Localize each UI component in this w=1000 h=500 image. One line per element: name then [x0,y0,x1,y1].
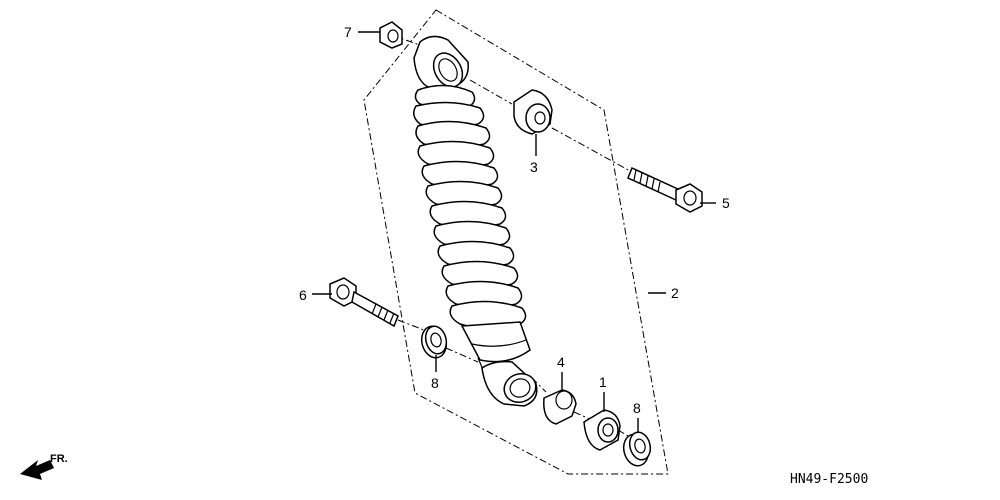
callout-3: 3 [530,159,538,175]
callout-4: 4 [557,354,565,370]
part-8-washer-right [622,431,652,467]
part-1-bushing [583,409,621,451]
leader-lines [312,31,716,432]
callout-7: 7 [344,24,352,40]
assembly-boundary [363,9,669,475]
callouts: 7 3 5 2 6 8 4 1 8 [299,24,730,416]
front-direction-marker: FR. [20,453,68,480]
part-8-washer-left [420,325,448,359]
callout-5: 5 [722,195,730,211]
direction-label: FR. [50,453,68,465]
callout-8-left: 8 [431,375,439,391]
callout-6: 6 [299,287,307,303]
coil-spring [413,84,527,329]
part-5-bolt [627,166,703,213]
part-3-bushing [513,89,553,135]
callout-8-right: 8 [633,400,641,416]
part-6-bolt [329,277,399,328]
callout-1: 1 [599,374,607,390]
diagram-code: HN49-F2500 [790,472,868,487]
arrow-left-icon [20,460,54,480]
part-7-nut [379,21,403,49]
part-4-collar [543,389,577,425]
shock-absorber [413,35,538,407]
callout-2: 2 [671,285,679,301]
